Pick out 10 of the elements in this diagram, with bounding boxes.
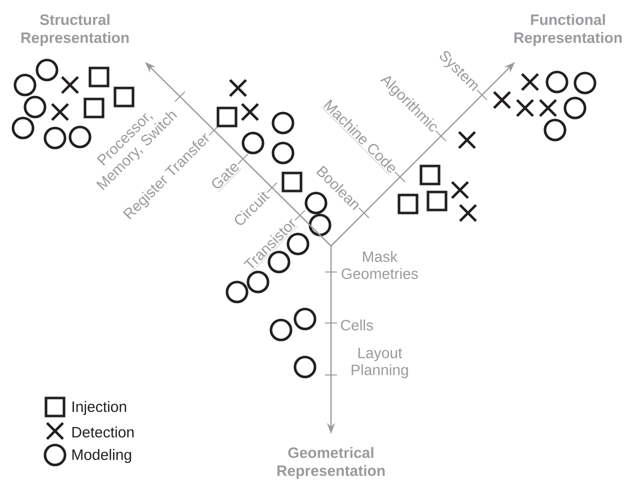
- level-label: Mask Geometries: [342, 250, 418, 279]
- level-label: Cells: [340, 319, 373, 330]
- legend-label: Modeling: [72, 449, 132, 463]
- axis-title: Geometrical Representation: [277, 447, 385, 479]
- legend-label: Injection: [72, 401, 126, 415]
- legend-label: Detection: [72, 426, 134, 438]
- level-label: Gate: [212, 164, 242, 192]
- level-label: Layout Planning: [352, 348, 408, 378]
- axis-title: Functional Representation: [514, 14, 622, 46]
- axis-title: Structural Representation: [21, 14, 129, 46]
